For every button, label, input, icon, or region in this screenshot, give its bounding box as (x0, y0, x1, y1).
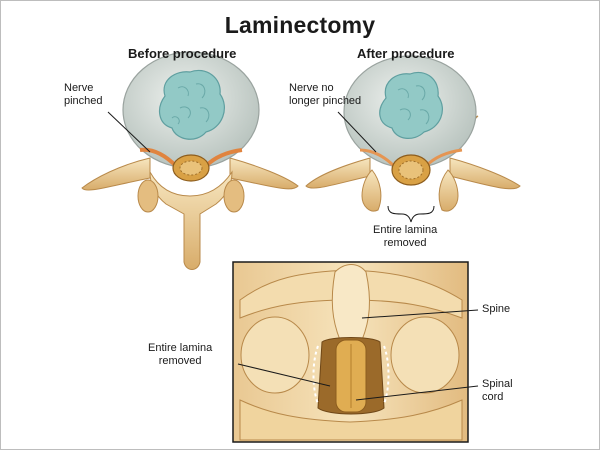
figure-title: Laminectomy (224, 12, 376, 38)
detail-spinous-process (331, 264, 370, 345)
detail-right-lobe (390, 316, 460, 394)
after-left-process (305, 157, 371, 189)
after-nerve-label-line1: Nerve no (289, 82, 334, 94)
after-left-stub (361, 169, 382, 212)
detail-spine-label: Spine (482, 303, 511, 315)
before-right-nub (223, 179, 245, 213)
after-lamina-label-line2: removed (383, 237, 427, 249)
after-lamina-label-line1: Entire lamina (373, 224, 438, 236)
detail-inset (232, 261, 479, 443)
after-nerve-label-line2: longer pinched (289, 95, 362, 107)
detail-lamina-label: Entire lamina removed (148, 342, 212, 368)
before-left-process (81, 157, 151, 191)
after-nucleus (379, 71, 443, 139)
detail-left-lobe (240, 316, 310, 394)
detail-cord-label-line1: Spinal (482, 378, 513, 390)
before-right-process (229, 157, 299, 190)
after-callout-line (337, 111, 377, 153)
after-nerve-left (359, 148, 396, 168)
before-vertebra (81, 51, 299, 270)
before-nerve-label: Nerve pinched (64, 82, 103, 108)
detail-cord-line (355, 385, 479, 401)
before-nerve-label-line1: Nerve (64, 82, 94, 94)
before-nucleus (158, 69, 225, 140)
detail-lamina-line (237, 363, 331, 387)
detail-lamina-label-line1: Entire lamina (148, 342, 213, 354)
after-vertebra (305, 55, 521, 223)
detail-cord-label-line2: cord (482, 391, 504, 403)
before-heading: Before procedure (128, 46, 237, 61)
before-callout-line (107, 111, 151, 153)
before-left-nub (137, 179, 159, 213)
after-nerve-label: Nerve no longer pinched (289, 82, 361, 108)
before-lamina (149, 170, 233, 270)
detail-cut-edge-right (383, 345, 390, 405)
detail-lower-vertebra (239, 399, 463, 441)
after-right-process (449, 157, 521, 190)
detail-spine-line (361, 309, 479, 319)
after-heading: After procedure (357, 46, 455, 61)
detail-lamina-label-line2: removed (158, 355, 202, 367)
detail-cut-edge-left (312, 345, 319, 405)
before-nerve-label-line2: pinched (64, 95, 103, 107)
after-lamina-label: Entire lamina removed (373, 224, 437, 250)
after-right-stub (438, 169, 459, 212)
detail-cord-label: Spinal cord (482, 378, 513, 404)
after-removed-bracket (387, 205, 435, 223)
